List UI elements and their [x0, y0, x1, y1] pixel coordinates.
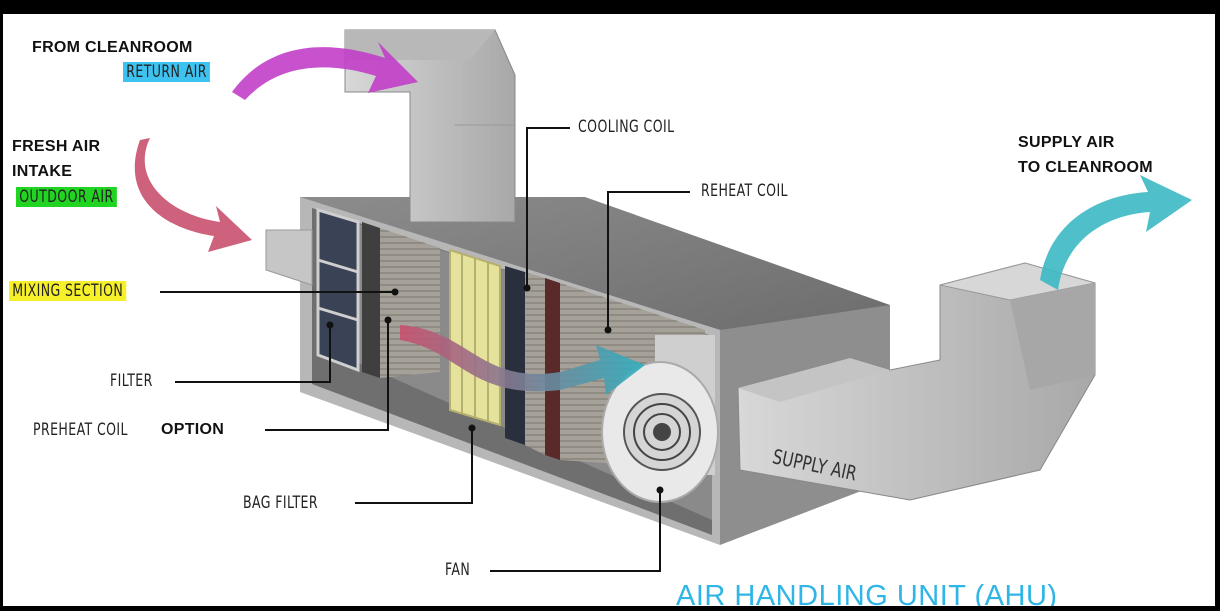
- return-air-label: RETURN AIR: [123, 62, 211, 82]
- ahu-top-panel: [300, 197, 890, 330]
- fan-label: FAN: [445, 560, 471, 580]
- filter-panel: [316, 207, 360, 373]
- preheat-coil-label: PREHEAT COIL: [33, 420, 128, 440]
- diagram-title: AIR HANDLING UNIT (AHU): [676, 580, 1058, 606]
- filter-label: FILTER: [110, 371, 153, 391]
- fresh-air-intake-duct: [265, 229, 313, 286]
- cooling-coil-label: COOLING COIL: [578, 117, 675, 137]
- intake-label: INTAKE: [12, 163, 73, 180]
- leader-lines: [160, 127, 690, 572]
- reheat-coil: [545, 278, 560, 460]
- option-label: OPTION: [161, 421, 225, 438]
- outdoor-air-label: OUTDOOR AIR: [16, 187, 117, 207]
- mixing-section-label: MIXING SECTION: [9, 281, 127, 301]
- reheat-coil-label: REHEAT COIL: [701, 181, 788, 201]
- internal-airflow-arrow: [400, 325, 645, 395]
- from-cleanroom-label: FROM CLEANROOM: [32, 39, 193, 56]
- return-air-arrow: [232, 42, 418, 100]
- fresh-air-arrow: [134, 138, 252, 252]
- fresh-air-label: FRESH AIR: [12, 138, 101, 155]
- to-cleanroom-label: TO CLEANROOM: [1018, 159, 1153, 176]
- supply-air-arrow: [1040, 175, 1192, 290]
- diagram-canvas: FROM CLEANROOM RETURN AIR FRESH AIR INTA…: [3, 14, 1215, 606]
- bag-filter-label: BAG FILTER: [243, 493, 319, 513]
- preheat-coil: [362, 222, 380, 378]
- cooling-coil: [505, 266, 525, 445]
- supply-air-label: SUPPLY AIR: [1018, 134, 1115, 151]
- ahu-illustration: [134, 29, 1192, 572]
